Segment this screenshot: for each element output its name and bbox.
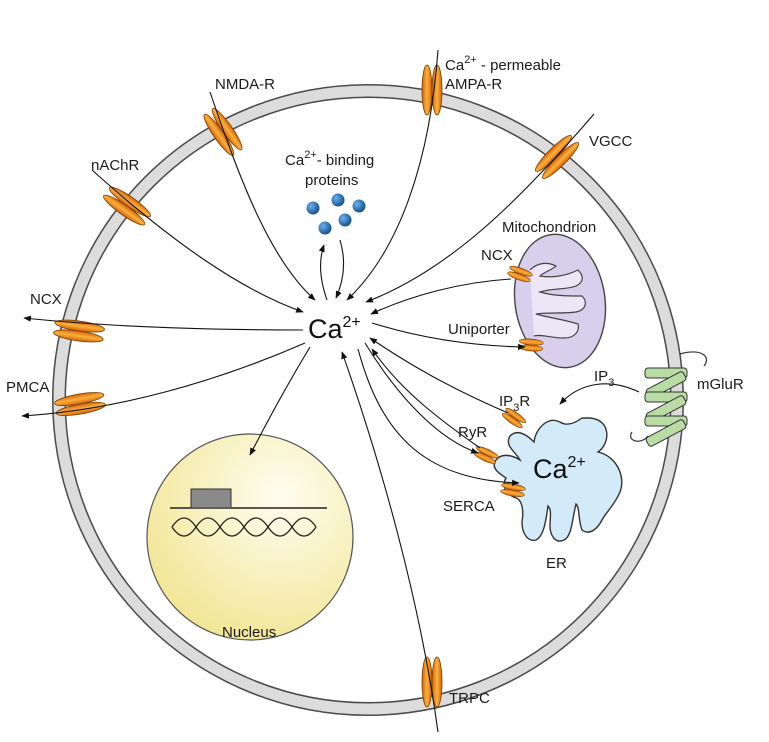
arrow-serca [357,348,520,486]
arrow-from-proteins [335,239,345,299]
label-vgcc: VGCC [589,133,633,150]
label-mglur: mGluR [697,376,744,393]
arrow-to-nucleus [249,346,311,456]
label-er: ER [546,555,567,572]
label-ncx-membrane: NCX [30,291,62,308]
label-ampa-r: Ca2+ - permeable [445,54,561,74]
arrow-nmda [209,91,316,301]
label-trpc: TRPC [449,690,490,707]
arrow-pmca-out [21,342,306,419]
channel-trpc [421,656,443,708]
label-nachr: nAChR [91,157,140,174]
label-binding-proteins-line2: proteins [305,172,358,189]
label-nucleus: Nucleus [222,624,276,641]
label-binding-proteins: Ca2+- binding [285,149,374,169]
channel-ip3r [501,407,527,429]
channel-ryr [473,446,499,464]
mglur-receptor [630,351,708,447]
arrow-ncx-out [23,315,304,331]
channel-uniporter [518,338,544,352]
flux-arrows [21,49,640,733]
arrow-ip3 [559,383,640,405]
label-uniporter: Uniporter [448,321,510,338]
label-ip3: IP3 [594,368,614,389]
labels: NMDA-R Ca2+ - permeable AMPA-R VGCC nACh… [6,54,744,707]
arrow-uniporter [371,322,526,350]
arrow-to-proteins [318,244,328,301]
arrow-trpc [341,351,439,733]
arrow-ampa [346,49,439,301]
label-ip3r: IP3R [499,393,530,414]
arrow-ryr-in [364,342,479,454]
arrow-nachr [91,169,304,313]
label-cytosolic-calcium: Ca2+ [308,314,361,344]
binding-proteins [306,193,366,235]
channel-ampa-r [421,64,443,116]
label-mitochondrion: Mitochondrion [502,219,596,236]
label-ryr: RyR [458,424,487,441]
arrow-ip3r [369,337,509,414]
label-serca: SERCA [443,498,495,515]
label-pmca: PMCA [6,379,49,396]
label-nmda-r: NMDA-R [215,76,275,93]
channel-serca [500,483,526,497]
endoplasmic-reticulum [493,417,623,542]
label-er-calcium: Ca2+ [533,454,586,484]
label-ncx-mito: NCX [481,247,513,264]
cell-membrane [52,84,684,716]
gene-box [190,488,232,509]
arrow-ncx-mito [370,278,512,315]
channel-ncx-mito [507,265,533,283]
nucleus [146,433,354,641]
arrow-vgcc [365,113,595,303]
label-ampa-r-line2: AMPA-R [445,76,502,93]
mitochondrion [513,233,607,369]
channel-ncx-membrane [53,319,105,343]
channel-vgcc [535,135,579,179]
arrow-ryr-out [371,348,481,449]
